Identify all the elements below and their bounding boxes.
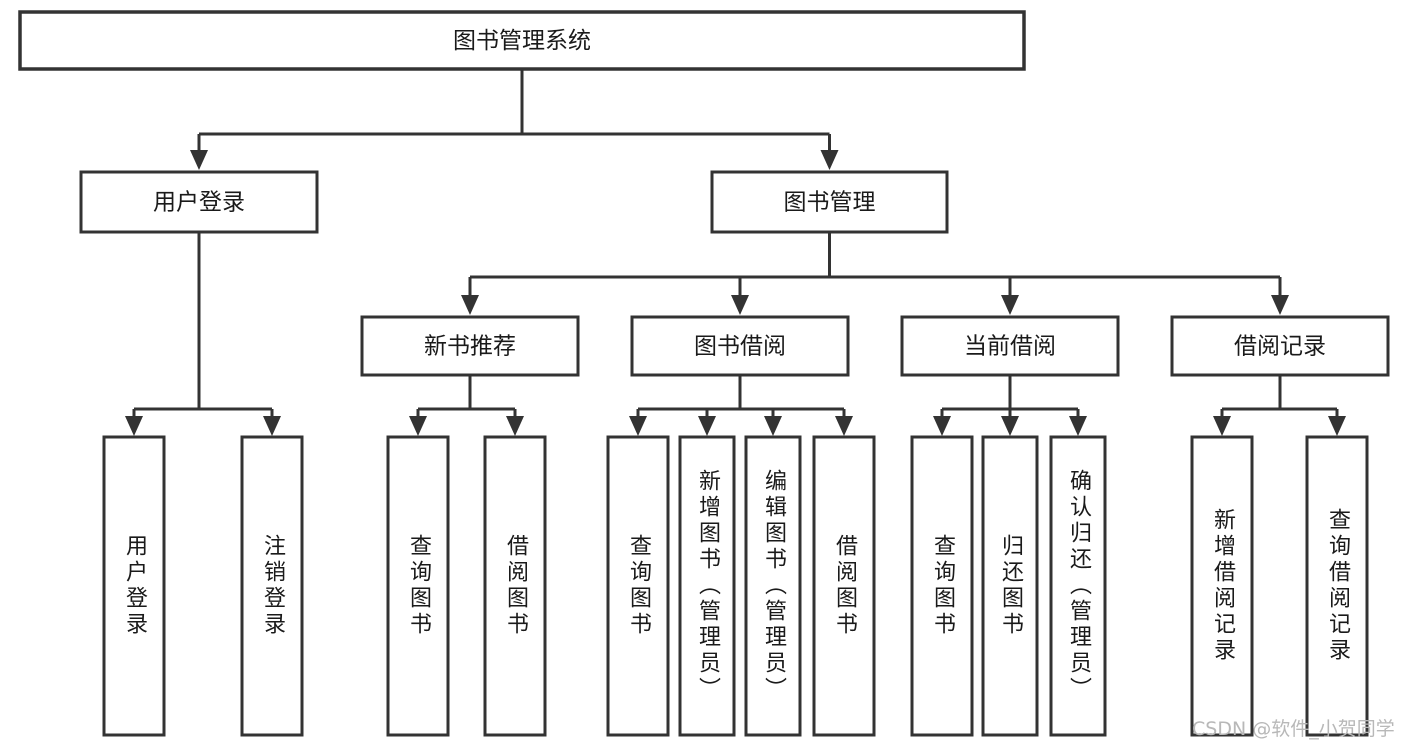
arrow-head-icon: [506, 416, 524, 436]
arrow-head-icon: [629, 416, 647, 436]
arrow-head-icon: [1213, 416, 1231, 436]
arrow-head-icon: [820, 150, 839, 170]
node-label-level3-1: 图书借阅: [694, 334, 786, 360]
csdn-watermark: CSDN @软件_小贺同学: [1192, 718, 1395, 740]
node-leaf-8[interactable]: [910, 435, 974, 737]
node-label-root: 图书管理系统: [453, 28, 591, 54]
node-level3-2[interactable]: [900, 315, 1120, 377]
node-leaf-12[interactable]: [1305, 435, 1369, 737]
arrow-head-icon: [835, 416, 853, 436]
node-leaf-10[interactable]: [1049, 435, 1107, 737]
arrow-head-icon: [1001, 295, 1019, 315]
arrow-head-icon: [1271, 295, 1289, 315]
node-leaf-0[interactable]: [102, 435, 166, 737]
arrow-head-icon: [461, 295, 479, 315]
node-level2-0[interactable]: [79, 170, 319, 234]
node-label-level3-2: 当前借阅: [964, 334, 1056, 360]
node-label-level3-0: 新书推荐: [424, 334, 516, 360]
node-leaf-3[interactable]: [483, 435, 547, 737]
node-label-level2-0: 用户登录: [153, 190, 245, 216]
arrow-head-icon: [409, 416, 427, 436]
node-level3-3[interactable]: [1170, 315, 1390, 377]
node-leaf-1[interactable]: [240, 435, 304, 737]
arrow-head-icon: [933, 416, 951, 436]
arrow-head-icon: [1001, 416, 1019, 436]
node-level3-0[interactable]: [360, 315, 580, 377]
node-leaf-6[interactable]: [744, 435, 802, 737]
node-level3-1[interactable]: [630, 315, 850, 377]
arrow-head-icon: [698, 416, 716, 436]
node-leaf-4[interactable]: [606, 435, 670, 737]
arrow-head-icon: [1328, 416, 1346, 436]
arrow-head-icon: [190, 150, 208, 170]
node-leaf-2[interactable]: [386, 435, 450, 737]
arrow-head-icon: [125, 416, 143, 436]
boxes-layer: [18, 10, 1390, 737]
node-label-level2-1: 图书管理: [784, 190, 876, 216]
connectors-layer: [125, 69, 1346, 436]
node-root-图书管理系统[interactable]: [18, 10, 1026, 71]
arrow-head-icon: [764, 416, 782, 436]
node-leaf-9[interactable]: [981, 435, 1039, 737]
arrow-head-icon: [1069, 416, 1087, 436]
node-label-level3-3: 借阅记录: [1234, 334, 1326, 360]
node-leaf-11[interactable]: [1190, 435, 1254, 737]
node-leaf-5[interactable]: [678, 435, 736, 737]
arrow-head-icon: [731, 295, 749, 315]
node-leaf-7[interactable]: [812, 435, 876, 737]
node-level2-1[interactable]: [710, 170, 949, 234]
arrow-head-icon: [263, 416, 281, 436]
